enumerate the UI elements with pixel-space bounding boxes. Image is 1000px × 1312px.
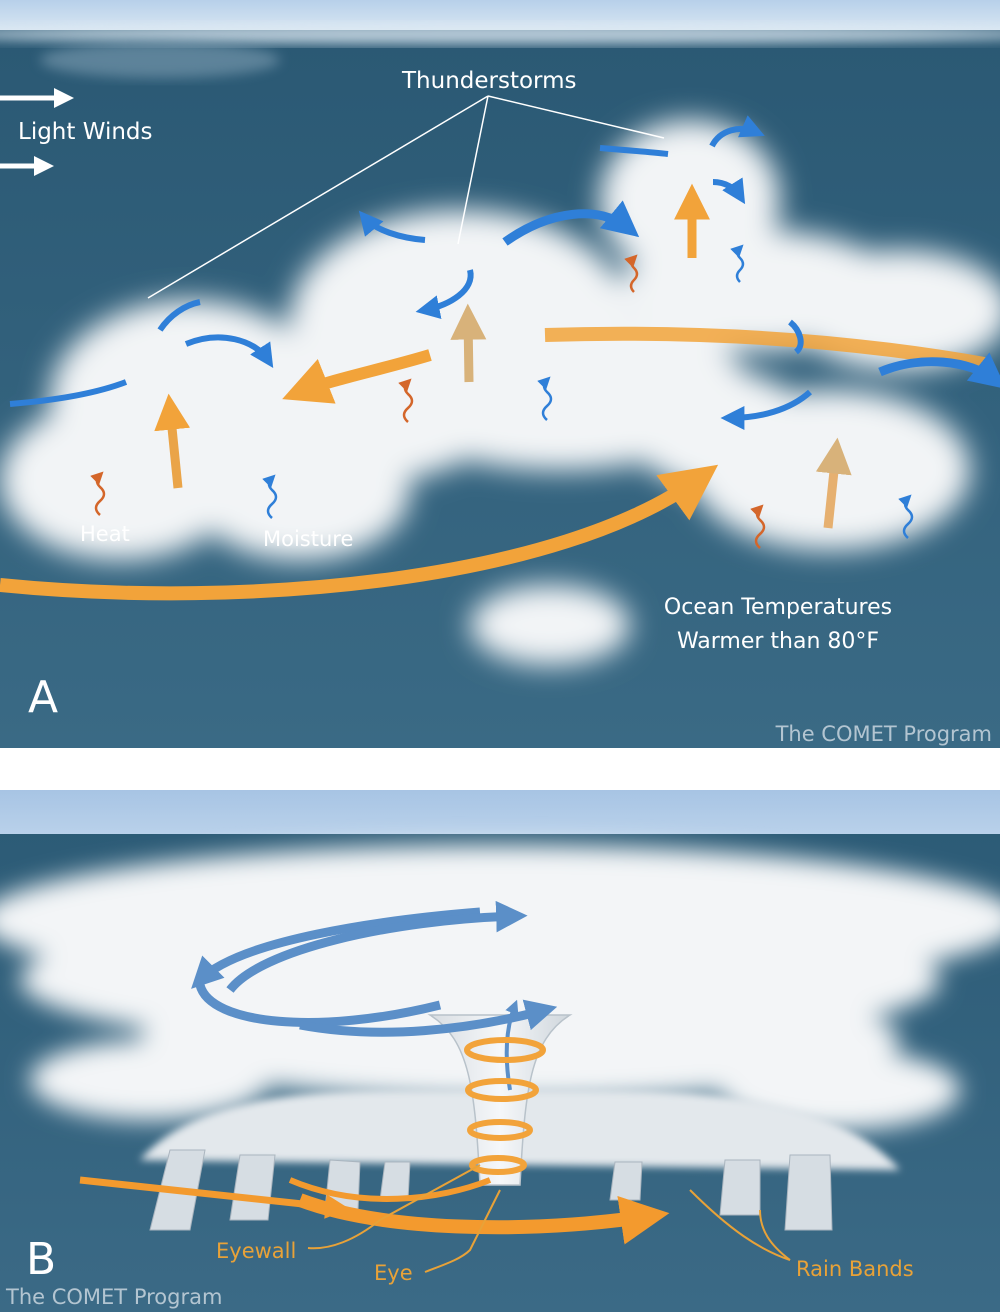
panel-a-credit: The COMET Program: [775, 722, 992, 746]
eye-label: Eye: [374, 1261, 413, 1285]
inflow-arrows: [79, 1176, 670, 1245]
warm-inflow-arrows: [0, 326, 992, 601]
light-winds-label: Light Winds: [18, 119, 153, 145]
eyewall-label: Eyewall: [216, 1239, 296, 1263]
heat-squiggles: [90, 254, 766, 549]
light-winds-arrows: [0, 88, 74, 176]
panel-a-letter: A: [28, 672, 58, 723]
rain-bands-label: Rain Bands: [796, 1257, 914, 1281]
eyewall-spiral: [464, 1037, 546, 1175]
thunderstorm-pointer-lines: [147, 95, 665, 299]
outflow-arrows: [9, 115, 1000, 430]
panel-a: Light Winds Thunderstorms Heat Moisture …: [0, 0, 1000, 748]
panel-b-illustration: Eyewall Eye Rain Bands B The COMET Progr…: [0, 790, 1000, 1312]
thunderstorms-label: Thunderstorms: [401, 68, 577, 94]
updraft-arrows: [154, 183, 852, 529]
ocean-temperature-label-line1: Ocean Temperatures: [664, 595, 892, 620]
moisture-label: Moisture: [263, 527, 353, 551]
outflow-circulation-arrows: [191, 900, 558, 1091]
moisture-squiggles: [262, 244, 914, 539]
panel-b: Eyewall Eye Rain Bands B The COMET Progr…: [0, 790, 1000, 1312]
sky-strip: [0, 790, 1000, 834]
panel-b-credit: The COMET Program: [5, 1285, 222, 1309]
callout-lines: [307, 1164, 791, 1273]
ocean-temperature-label-line2: Warmer than 80°F: [677, 629, 879, 654]
panel-b-letter: B: [26, 1234, 56, 1285]
panel-a-illustration: Light Winds Thunderstorms Heat Moisture …: [0, 0, 1000, 748]
heat-label: Heat: [80, 522, 130, 546]
